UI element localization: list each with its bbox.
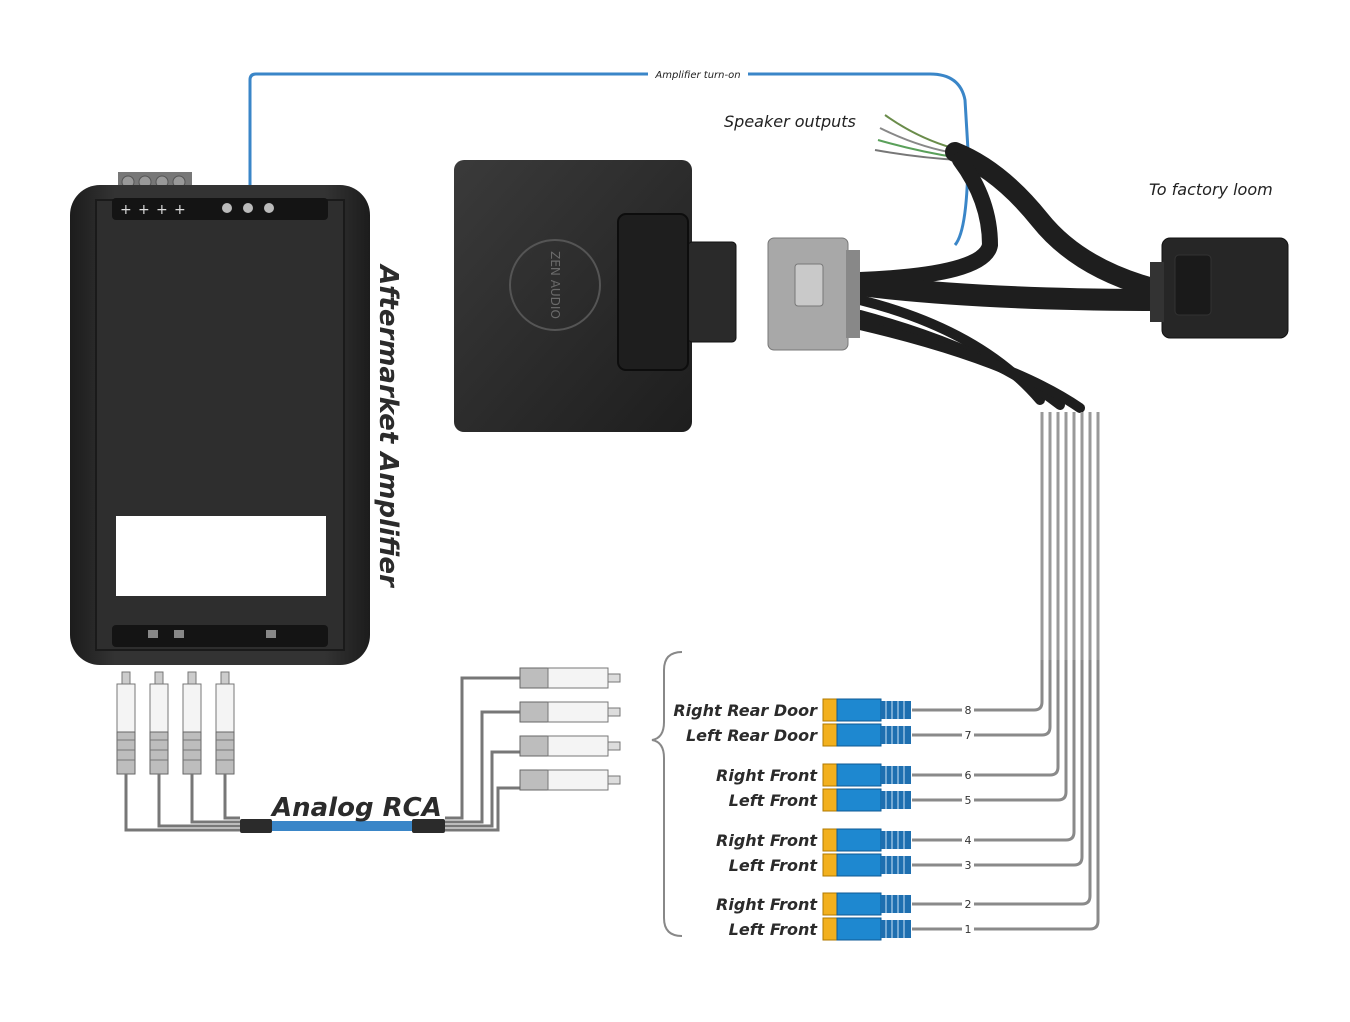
channel-label: Right Rear Door <box>673 701 818 720</box>
svg-text:+: + <box>120 202 132 218</box>
amp-label-window <box>116 516 326 596</box>
channel-wire <box>912 660 1100 931</box>
channel-row: 2 Right Front <box>716 660 1092 916</box>
channel-label: Left Front <box>729 856 819 875</box>
channel-wire <box>912 660 1068 802</box>
factory-loom-connector <box>1150 237 1289 339</box>
rca-jack-yellow <box>822 788 838 812</box>
channel-wire <box>912 660 1084 867</box>
channel-label: Left Front <box>729 791 819 810</box>
channel-wire <box>912 660 1060 777</box>
rca-plug <box>182 671 202 775</box>
channel-number: 8 <box>965 704 972 717</box>
grey-connector <box>767 237 860 351</box>
rca-jack-blue <box>836 723 882 747</box>
rca-plug <box>519 701 621 723</box>
wiring-harness <box>849 142 1171 413</box>
channel-wire <box>912 660 1076 842</box>
rca-jack-yellow <box>822 892 838 916</box>
rca-jack-yellow <box>822 853 838 877</box>
channel-row: 8 Right Rear Door <box>673 660 1044 722</box>
svg-text:+: + <box>174 202 186 218</box>
analog-rca-label: Analog RCA <box>270 793 442 823</box>
rca-plug <box>519 769 621 791</box>
rca-jack-yellow <box>822 917 838 941</box>
rca-jack-blue <box>836 853 882 877</box>
channel-row: 6 Right Front <box>716 660 1060 787</box>
svg-text:+: + <box>138 202 150 218</box>
rca-plug <box>519 667 621 689</box>
rca-jack-blue <box>836 917 882 941</box>
channel-label: Right Front <box>716 895 818 914</box>
rca-cable-bundle <box>124 676 520 832</box>
channel-label: Left Rear Door <box>686 726 818 745</box>
rca-jack-yellow <box>822 763 838 787</box>
aftermarket-amplifier: + + + + Aftermarket Amplifier <box>70 172 403 665</box>
channel-wire <box>912 660 1092 906</box>
channel-wire <box>912 660 1044 712</box>
rca-plugs-right <box>519 667 621 791</box>
channel-label: Right Front <box>716 766 818 785</box>
channel-number: 2 <box>965 898 972 911</box>
svg-text:+: + <box>156 202 168 218</box>
aftermarket-amp-label: Aftermarket Amplifier <box>373 263 403 589</box>
amp-rca-plugs <box>116 671 235 775</box>
rca-jack-yellow <box>822 723 838 747</box>
rca-jack-blue <box>836 788 882 812</box>
amp-turn-on-label: Amplifier turn-on <box>654 70 740 81</box>
channel-wire <box>912 660 1052 737</box>
channel-number: 3 <box>965 859 972 872</box>
channel-row: 3 Left Front <box>729 660 1084 877</box>
channel-row: 4 Right Front <box>716 660 1076 852</box>
rca-cable-sleeve <box>240 819 445 833</box>
speaker-outputs-label: Speaker outputs <box>724 112 856 131</box>
rca-jack-blue <box>836 763 882 787</box>
amp-turn-on-wire: Amplifier turn-on <box>248 69 970 246</box>
channel-number: 4 <box>965 834 972 847</box>
speaker-lead-bundle <box>1040 412 1100 660</box>
brand-logo-text: ZEN AUDIO <box>548 251 562 319</box>
rca-plug <box>519 735 621 757</box>
rca-jack-blue <box>836 698 882 722</box>
channel-number: 7 <box>965 729 972 742</box>
channel-number: 1 <box>965 923 972 936</box>
rca-plug <box>149 671 169 775</box>
channel-row: 1 Left Front <box>729 660 1100 941</box>
factory-loom-label: To factory loom <box>1149 180 1273 199</box>
rca-plug <box>215 671 235 775</box>
channel-number: 5 <box>965 794 972 807</box>
rca-jack-yellow <box>822 698 838 722</box>
rca-jack-blue <box>836 892 882 916</box>
channel-bracket <box>651 651 683 937</box>
channel-number: 6 <box>965 769 972 782</box>
dsp-module: ZEN AUDIO <box>454 160 737 432</box>
rca-plug <box>116 671 136 775</box>
channel-row: 7 Left Rear Door <box>686 660 1052 747</box>
channel-row: 5 Left Front <box>729 660 1068 812</box>
brand-logo <box>509 239 601 331</box>
channel-label: Right Front <box>716 831 818 850</box>
rca-jack-blue <box>836 828 882 852</box>
channel-label: Left Front <box>729 920 819 939</box>
rca-jack-yellow <box>822 828 838 852</box>
